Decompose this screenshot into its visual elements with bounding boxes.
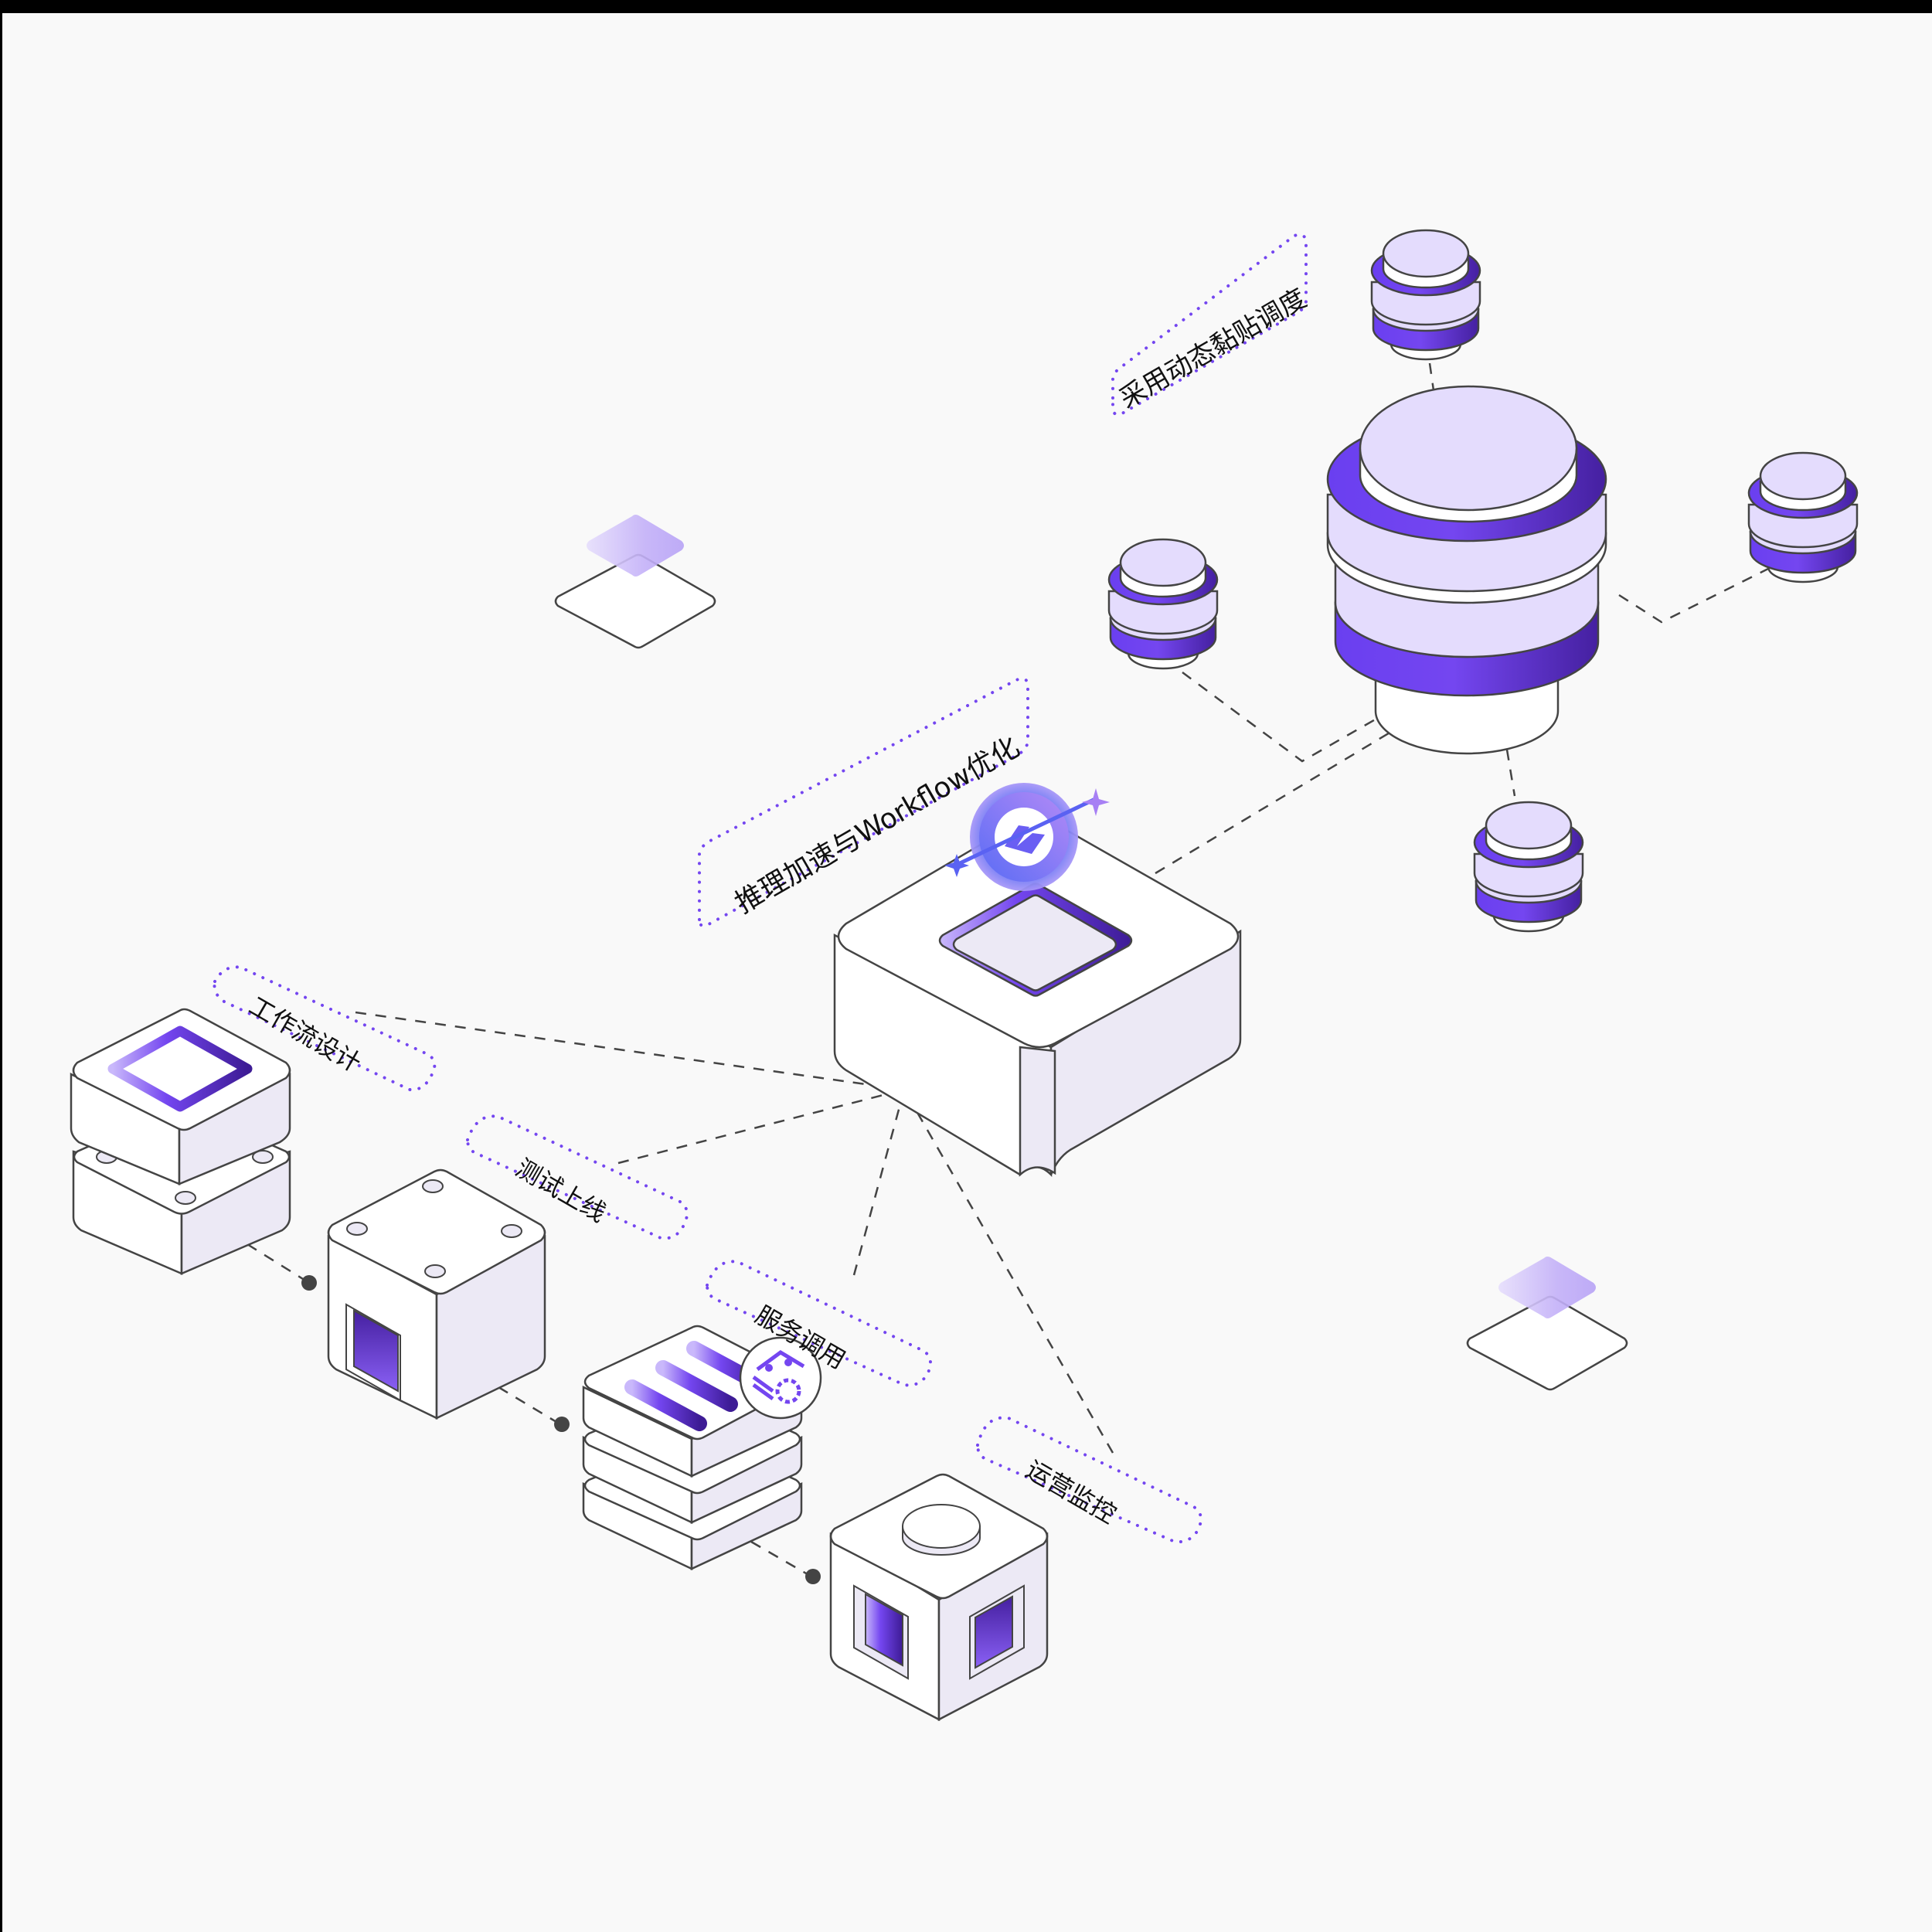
satellite-cylinder-top[interactable]	[1370, 229, 1481, 361]
satellite-cylinder-right[interactable]	[1747, 451, 1859, 583]
connector-sat-left	[1182, 671, 1384, 763]
connector-sat-right	[1618, 563, 1778, 624]
connector-step3-step4	[750, 1540, 812, 1578]
brand-logo-icon	[944, 783, 1110, 891]
connector-lines	[247, 362, 1778, 1578]
floating-tile-right	[1466, 1257, 1628, 1391]
label-outline-inference	[698, 677, 1029, 927]
floating-tile-left	[554, 515, 716, 649]
connector-sat-top	[1428, 362, 1435, 391]
connector-step1-step2	[247, 1243, 310, 1284]
hub-platform[interactable]	[833, 815, 1242, 1178]
workflow-refresh-icon	[739, 1336, 822, 1420]
chain-dots	[301, 1275, 821, 1584]
connector-workflow-design	[355, 1011, 905, 1091]
connector-sat-bottom	[1505, 749, 1516, 797]
step-workflow-design-block[interactable]	[70, 1008, 291, 1275]
label-outline-workflow-design	[213, 965, 437, 1092]
step-testing-block[interactable]	[327, 1168, 546, 1420]
connector-operations	[903, 1089, 1114, 1454]
connector-testing	[617, 1088, 905, 1165]
diagram-stage: 采用动态黏贴调度 推理加速与Workflow优化 工作流设计 测试上线 服务调用…	[2, 13, 1932, 1932]
label-outlines	[213, 233, 1308, 1544]
label-outline-scheduling	[1111, 233, 1308, 417]
connector-service	[852, 1089, 906, 1276]
diagram-graphics	[70, 229, 1859, 1722]
step-service-block[interactable]	[582, 1325, 803, 1570]
step-operations-block[interactable]	[829, 1473, 1049, 1722]
connector-step2-step3	[498, 1386, 561, 1426]
satellite-cylinder-left[interactable]	[1107, 538, 1219, 670]
label-outline-operations	[975, 1416, 1202, 1544]
satellite-cylinder-bottom[interactable]	[1473, 801, 1584, 933]
connector-hub-cluster	[1155, 721, 1407, 875]
cluster-main-cylinder[interactable]	[1326, 385, 1607, 755]
